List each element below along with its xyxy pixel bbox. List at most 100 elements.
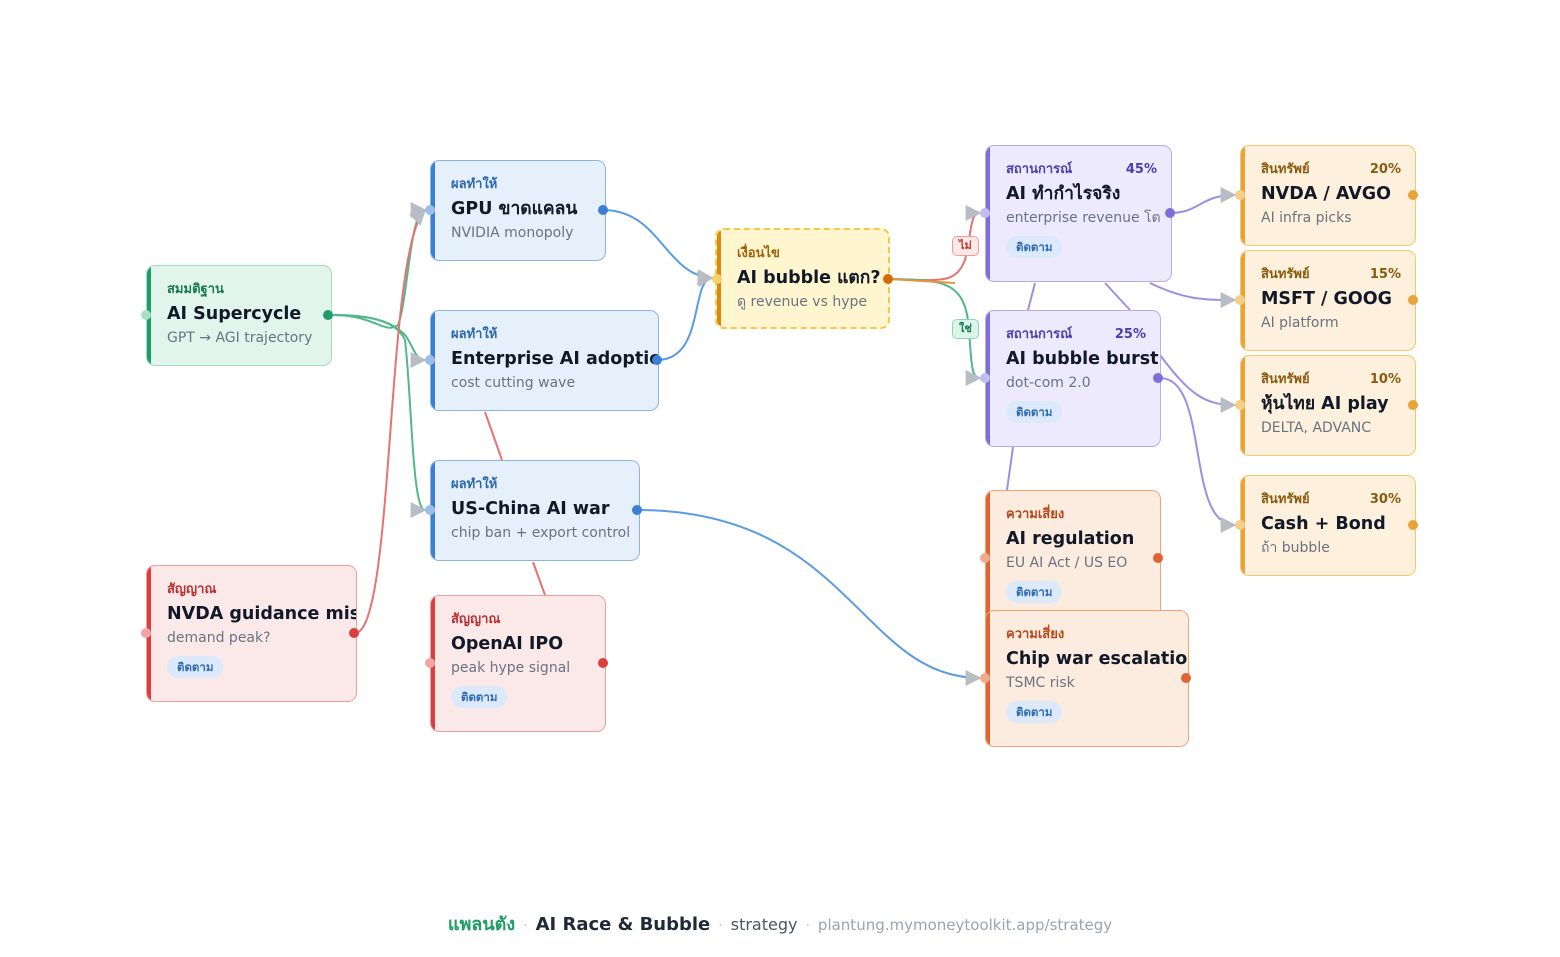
footer-mode: strategy bbox=[730, 915, 798, 934]
handle-in[interactable] bbox=[980, 208, 990, 218]
node-asset-nvda-avgo[interactable]: สินทรัพย์ 20% NVDA / AVGO AI infra picks bbox=[1240, 145, 1416, 246]
node-title: GPU ขาดแคลน bbox=[451, 199, 578, 219]
node-ai-bubble-condition[interactable]: เงื่อนไข AI bubble แตก? ดู revenue vs hy… bbox=[715, 228, 890, 329]
handle-out[interactable] bbox=[1408, 400, 1418, 410]
watch-tag[interactable]: ติดตาม bbox=[1006, 401, 1063, 423]
node-scenario-ai-burst[interactable]: สถานการณ์25% AI bubble burst dot-com 2.0… bbox=[985, 310, 1161, 447]
watch-tag[interactable]: ติดตาม bbox=[1006, 701, 1063, 723]
edge-burst-thai bbox=[1159, 354, 1237, 413]
watch-tag[interactable]: ติดตาม bbox=[1006, 581, 1063, 603]
handle-in[interactable] bbox=[712, 274, 722, 284]
node-kicker: ผลทำให้ bbox=[451, 327, 498, 342]
watch-tag[interactable]: ติดตาม bbox=[451, 686, 508, 708]
handle-in[interactable] bbox=[141, 310, 151, 320]
handle-out[interactable] bbox=[883, 274, 893, 284]
edge-nvda-miss-gpu bbox=[354, 208, 427, 634]
node-kicker: เงื่อนไข bbox=[737, 246, 780, 261]
handle-in[interactable] bbox=[425, 205, 435, 215]
handle-in[interactable] bbox=[425, 505, 435, 515]
footer-url[interactable]: plantung.mymoneytoolkit.app/strategy bbox=[817, 916, 1113, 934]
node-asset-thai-ai[interactable]: สินทรัพย์10% หุ้นไทย AI play DELTA, ADVA… bbox=[1240, 355, 1416, 456]
node-kicker: สถานการณ์ bbox=[1006, 162, 1073, 177]
handle-out[interactable] bbox=[598, 205, 608, 215]
handle-in[interactable] bbox=[1235, 400, 1245, 410]
node-subtitle: AI infra picks bbox=[1261, 210, 1352, 226]
node-risk-chip-war[interactable]: ความเสี่ยง Chip war escalation TSMC risk… bbox=[985, 610, 1189, 747]
node-asset-cash-bond[interactable]: สินทรัพย์30% Cash + Bond ถ้า bubble bbox=[1240, 475, 1416, 576]
node-subtitle: demand peak? bbox=[167, 630, 271, 646]
edge-enterprise-bubble bbox=[656, 271, 714, 361]
node-subtitle: peak hype signal bbox=[451, 660, 571, 676]
node-subtitle: EU AI Act / US EO bbox=[1006, 555, 1128, 571]
node-asset-msft-goog[interactable]: สินทรัพย์15% MSFT / GOOG AI platform bbox=[1240, 250, 1416, 351]
node-kicker: สินทรัพย์ bbox=[1261, 372, 1310, 387]
node-gpu-shortage[interactable]: ผลทำให้ GPU ขาดแคลน NVIDIA monopoly bbox=[430, 160, 606, 261]
handle-out[interactable] bbox=[349, 628, 359, 638]
node-title: OpenAI IPO bbox=[451, 634, 564, 654]
handle-in[interactable] bbox=[980, 673, 990, 683]
handle-in[interactable] bbox=[980, 373, 990, 383]
node-title: AI bubble แตก? bbox=[737, 268, 881, 288]
allocation-badge: 30% bbox=[1369, 492, 1401, 507]
handle-out[interactable] bbox=[1153, 553, 1163, 563]
edge-profit-burst bbox=[1027, 282, 1036, 311]
node-title: MSFT / GOOG bbox=[1261, 289, 1392, 309]
edge-profit-msft bbox=[1149, 282, 1237, 308]
edge-uschina-chipwar bbox=[636, 509, 982, 686]
node-kicker: สินทรัพย์ bbox=[1261, 267, 1310, 282]
handle-out[interactable] bbox=[1153, 373, 1163, 383]
handle-in[interactable] bbox=[1235, 295, 1245, 305]
node-kicker: ความเสี่ยง bbox=[1006, 507, 1065, 522]
node-subtitle: enterprise revenue โต bbox=[1006, 210, 1161, 226]
allocation-badge: 20% bbox=[1369, 162, 1401, 177]
edge-burst-regulation bbox=[1006, 446, 1014, 491]
node-title: Cash + Bond bbox=[1261, 514, 1386, 534]
node-kicker: ผลทำให้ bbox=[451, 177, 498, 192]
handle-out[interactable] bbox=[1181, 673, 1191, 683]
edge-gpu-bubble bbox=[602, 209, 714, 286]
probability-badge: 25% bbox=[1114, 327, 1146, 342]
edge-bubble-mid bbox=[887, 278, 956, 284]
node-title: Chip war escalation bbox=[1006, 649, 1189, 669]
node-subtitle: ดู revenue vs hype bbox=[737, 294, 867, 310]
node-ai-supercycle[interactable]: สมมติฐาน AI Supercycle GPT → AGI traject… bbox=[146, 265, 332, 366]
handle-out[interactable] bbox=[1408, 295, 1418, 305]
node-scenario-ai-profit[interactable]: สถานการณ์45% AI ทำกำไรจริง enterprise re… bbox=[985, 145, 1172, 282]
node-subtitle: chip ban + export control bbox=[451, 525, 631, 541]
node-enterprise-ai[interactable]: ผลทำให้ Enterprise AI adoption cost cutt… bbox=[430, 310, 659, 411]
handle-out[interactable] bbox=[598, 658, 608, 668]
handle-in[interactable] bbox=[980, 553, 990, 563]
handle-out[interactable] bbox=[1408, 190, 1418, 200]
handle-in[interactable] bbox=[1235, 520, 1245, 530]
node-kicker: สินทรัพย์ bbox=[1261, 492, 1310, 507]
node-title: NVDA / AVGO bbox=[1261, 184, 1391, 204]
watch-tag[interactable]: ติดตาม bbox=[167, 656, 224, 678]
handle-out[interactable] bbox=[632, 505, 642, 515]
edge-profit-thai bbox=[1104, 282, 1131, 311]
node-subtitle: DELTA, ADVANC bbox=[1261, 420, 1372, 436]
node-subtitle: dot-com 2.0 bbox=[1006, 375, 1091, 391]
footer: แพลนตัง·AI Race & Bubble·strategy·plantu… bbox=[447, 914, 1113, 935]
handle-out[interactable] bbox=[1165, 208, 1175, 218]
handle-in[interactable] bbox=[141, 628, 151, 638]
handle-out[interactable] bbox=[652, 355, 662, 365]
watch-tag[interactable]: ติดตาม bbox=[1006, 236, 1063, 258]
handle-in[interactable] bbox=[425, 355, 435, 365]
handle-out[interactable] bbox=[1408, 520, 1418, 530]
node-nvda-guidance-miss[interactable]: สัญญาณ NVDA guidance miss demand peak? ต… bbox=[146, 565, 357, 702]
handle-out[interactable] bbox=[323, 310, 333, 320]
node-subtitle: TSMC risk bbox=[1006, 675, 1075, 691]
node-openai-ipo[interactable]: สัญญาณ OpenAI IPO peak hype signal ติดตา… bbox=[430, 595, 606, 732]
footer-title: AI Race & Bubble bbox=[535, 914, 711, 935]
node-risk-ai-regulation[interactable]: ความเสี่ยง AI regulation EU AI Act / US … bbox=[985, 490, 1161, 627]
allocation-badge: 10% bbox=[1369, 372, 1401, 387]
node-title: Enterprise AI adoption bbox=[451, 349, 659, 369]
node-us-china-ai-war[interactable]: ผลทำให้ US-China AI war chip ban + expor… bbox=[430, 460, 640, 561]
handle-in[interactable] bbox=[425, 658, 435, 668]
brand-name: แพลนตัง bbox=[447, 914, 516, 935]
node-kicker: สมมติฐาน bbox=[167, 282, 224, 297]
node-kicker: สินทรัพย์ bbox=[1261, 162, 1310, 177]
handle-in[interactable] bbox=[1235, 190, 1245, 200]
node-kicker: ความเสี่ยง bbox=[1006, 627, 1065, 642]
node-kicker: ผลทำให้ bbox=[451, 477, 498, 492]
